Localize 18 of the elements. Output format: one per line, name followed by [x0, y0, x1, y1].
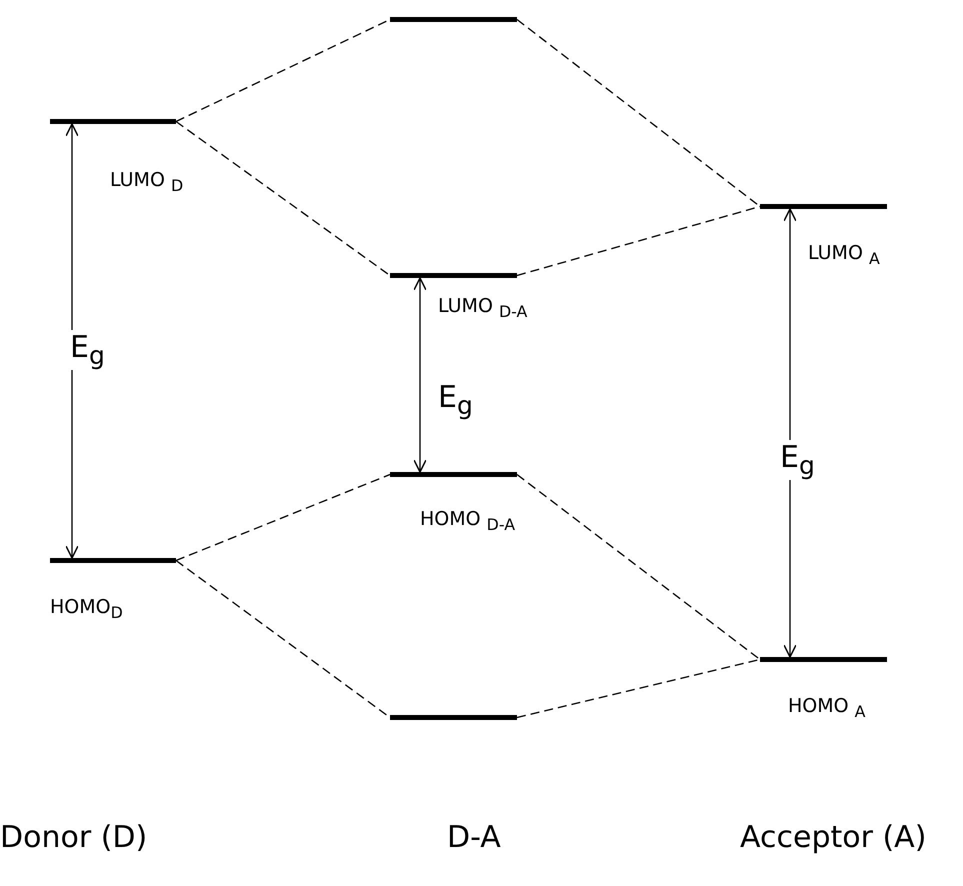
- level-label: HOMO $_{A}$: [788, 695, 866, 721]
- level-label: LUMO $_{D}$: [110, 169, 184, 195]
- level-label: HOMO$_{D}$: [50, 596, 123, 622]
- dashed-line: [516, 474, 760, 660]
- double-arrow: [783, 208, 797, 658]
- double-arrow: [65, 123, 79, 559]
- column-label: Acceptor (A): [740, 820, 926, 855]
- double-arrow: [413, 277, 427, 473]
- dashed-line: [176, 474, 390, 562]
- dashed-line: [176, 120, 390, 276]
- level-label: LUMO $_{A}$: [808, 242, 880, 268]
- level-label: HOMO $_{D-A}$: [420, 508, 516, 534]
- column-label: Donor (D): [0, 820, 148, 855]
- column-label: D-A: [447, 820, 501, 855]
- level-label: LUMO $_{D-A}$: [438, 295, 528, 321]
- dashed-line: [516, 658, 760, 718]
- dashed-line: [516, 18, 760, 208]
- dashed-line: [516, 206, 760, 276]
